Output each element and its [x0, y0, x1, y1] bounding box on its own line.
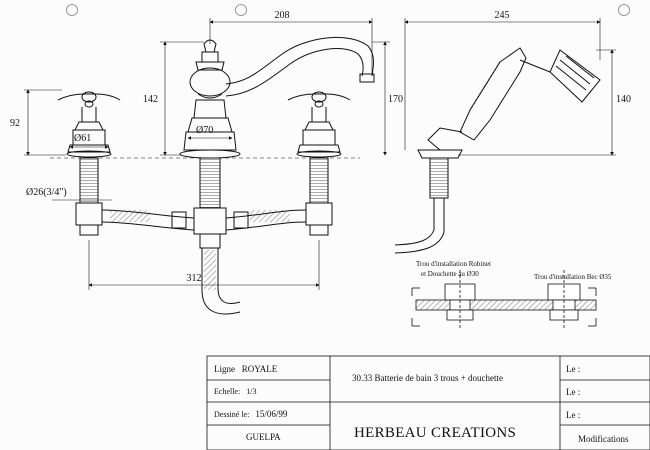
author-name: GUELPA [246, 432, 281, 442]
center-supply-hose [201, 248, 241, 315]
echelle-row: Echelle: 1/3 [214, 387, 256, 396]
dim-handle-diameter: Ø61 [74, 133, 91, 144]
dim-thread: Ø26(3/4") [26, 187, 67, 198]
hole-note-line2: et Douchette au Ø30 [421, 270, 479, 278]
le-label-2: Le : [566, 387, 581, 397]
dim-spread: 312 [187, 273, 202, 284]
connecting-hoses [101, 209, 307, 231]
le-label-1: Le : [566, 364, 581, 374]
ligne-value: ROYALE [241, 364, 278, 374]
modifications-label: Modifications [578, 434, 629, 444]
dim-spout-height: 142 [143, 94, 158, 105]
hole-note-spout: Trou d'installation Bec Ø35 [534, 273, 612, 281]
drawing-description: 30.33 Batterie de bain 3 trous + douchet… [352, 373, 504, 383]
dim-shower-width: 245 [495, 10, 510, 21]
le-label-3: Le : [566, 410, 581, 420]
dim-body-height: 170 [388, 94, 403, 105]
dim-center-diameter: Ø70 [196, 125, 213, 136]
ligne-row: Ligne ROYALE [214, 364, 277, 374]
dim-tap-height: 92 [10, 118, 20, 129]
right-cross-handle [287, 91, 351, 236]
center-spout [179, 36, 375, 249]
hand-shower [394, 47, 601, 254]
installation-detail [411, 270, 597, 330]
punch-hole-top-mid [235, 4, 247, 16]
punch-hole-top-right [618, 4, 630, 16]
title-block-frame [206, 355, 650, 450]
left-cross-handle [57, 91, 121, 236]
ligne-label: Ligne [214, 364, 235, 374]
company-name: HERBEAU CREATIONS [354, 425, 517, 441]
echelle-value: 1/3 [246, 387, 257, 396]
dessine-value: 15/06/99 [255, 409, 288, 419]
dim-spout-reach: 208 [275, 10, 290, 21]
dim-shower-height: 140 [616, 94, 631, 105]
dessine-row: Dessiné le: 15/06/99 [214, 409, 287, 419]
echelle-label: Echelle: [214, 387, 241, 396]
hole-note-line1: Trou d'installation Robinet [416, 260, 491, 268]
dessine-label: Dessiné le: [214, 410, 250, 419]
punch-hole-top-left [66, 4, 78, 16]
